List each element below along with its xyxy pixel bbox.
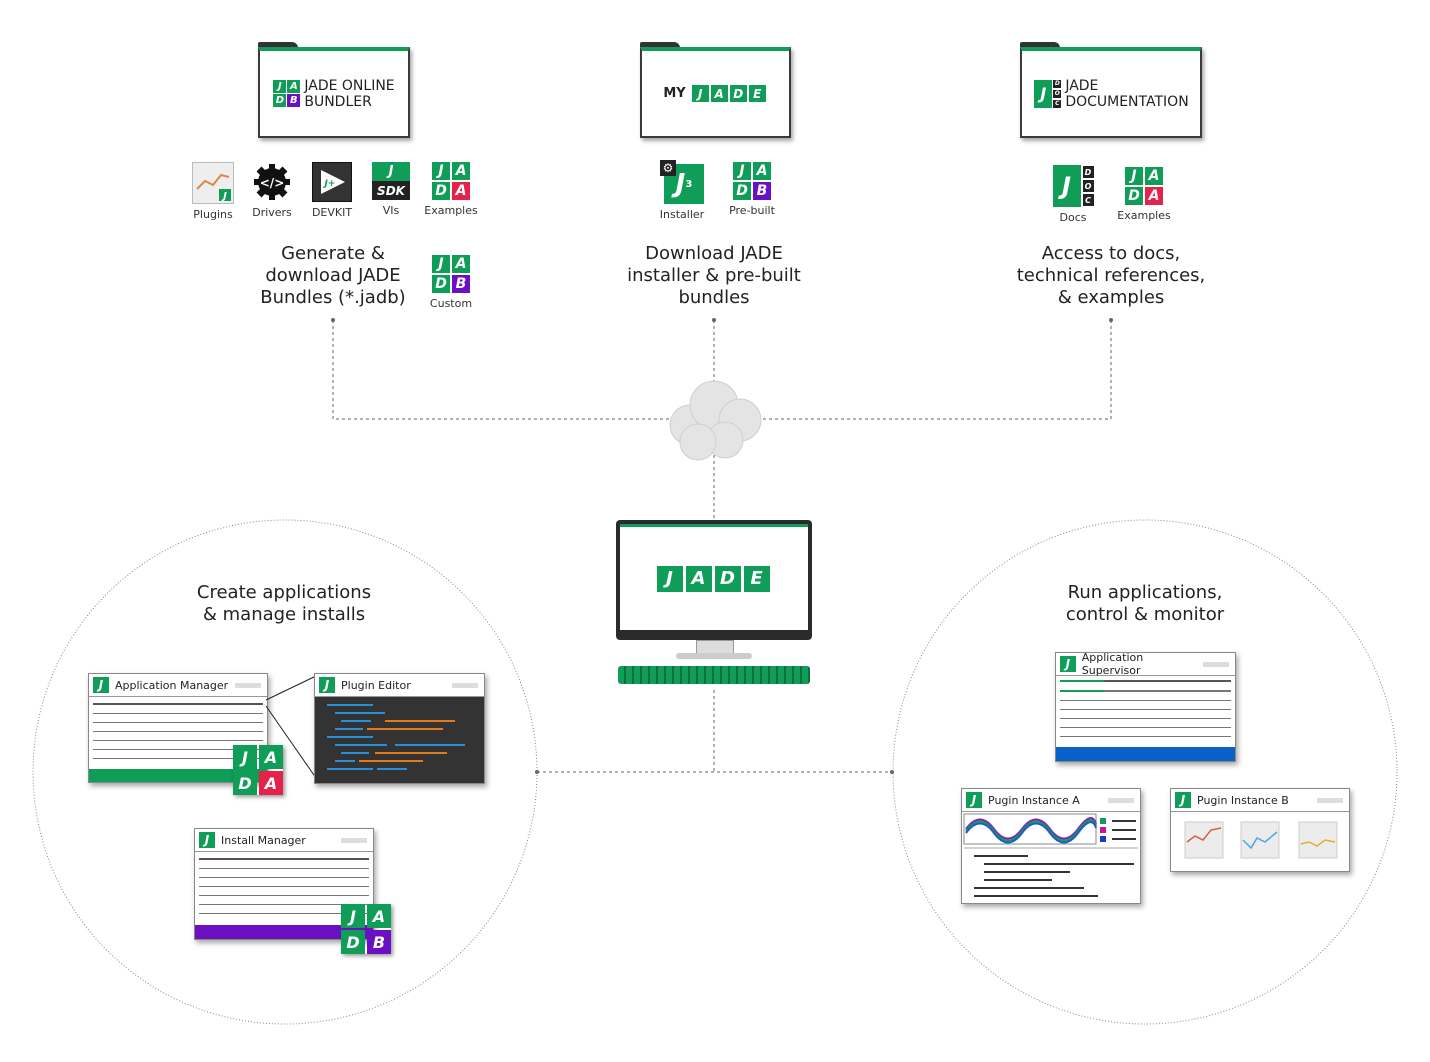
jade-app-icon: J	[199, 832, 215, 848]
docs-icon: J D O C	[1052, 165, 1094, 207]
devkit-icon: J+	[312, 162, 352, 202]
svg-text:</>: </>	[260, 176, 285, 190]
drivers-label: Drivers	[252, 206, 292, 219]
plugins-icon: J	[192, 162, 234, 204]
window-controls[interactable]	[341, 837, 367, 843]
window-controls[interactable]	[452, 682, 478, 688]
jade-app-icon: J	[93, 677, 109, 693]
jade-app-icon: J	[1175, 792, 1191, 808]
window-title: Plugin Editor	[341, 678, 411, 692]
plugin-editor-window[interactable]: J Plugin Editor	[314, 673, 485, 784]
vis-label: VIs	[382, 204, 400, 217]
docs-caption: Access to docs,technical references,& ex…	[1016, 243, 1206, 308]
zoom-connector	[265, 675, 317, 779]
drivers-icon: </>	[252, 162, 292, 202]
bundler-folder[interactable]: J A D B JADE ONLINE BUNDLER	[258, 42, 410, 138]
monitor-to-circles-connector	[537, 690, 892, 773]
jade-app-icon: J	[1060, 656, 1076, 672]
installer-label: Installer	[659, 208, 705, 221]
docs-tile[interactable]: J D O C Docs	[1050, 165, 1096, 224]
plugin-instance-a-window[interactable]: J Pugin Instance A	[961, 788, 1141, 904]
devkit-tile[interactable]: J+ DEVKIT	[310, 162, 354, 219]
install-manager-window[interactable]: J Install Manager	[194, 828, 374, 940]
cloud-icon	[669, 380, 762, 461]
prebuilt-label: Pre-built	[729, 204, 775, 217]
window-controls[interactable]	[235, 682, 261, 688]
drivers-tile[interactable]: </> Drivers	[250, 162, 294, 219]
window-controls[interactable]	[1108, 797, 1134, 803]
code-editor[interactable]	[315, 697, 484, 783]
jadb-logo-icon: J A D B	[273, 80, 301, 107]
right-circle-caption: Run applications,control & monitor	[1065, 582, 1225, 625]
monitor-computer: J A D E	[616, 520, 812, 690]
keyboard	[618, 666, 810, 684]
myjade-prefix: MY	[663, 86, 686, 101]
window-title: Application Manager	[115, 678, 229, 692]
window-title: Install Manager	[221, 833, 306, 847]
plugins-tile[interactable]: J Plugins	[191, 162, 235, 221]
devkit-label: DEVKIT	[311, 206, 353, 219]
docs-label: Docs	[1059, 211, 1087, 224]
gear-icon: ⚙	[660, 160, 676, 176]
jade-app-icon: J	[319, 677, 335, 693]
window-title: Pugin Instance B	[1197, 793, 1289, 807]
jade-logo-icon: J A D E	[656, 565, 772, 592]
bundler-title-line1: JADE ONLINE	[304, 77, 395, 94]
vis-tile[interactable]: J SDK VIs	[369, 162, 413, 217]
right-scope-circle	[892, 519, 1398, 1025]
docs-folder[interactable]: J D O C JADE DOCUMENTATION	[1020, 42, 1202, 138]
svg-text:J+: J+	[323, 179, 336, 189]
waveform-plot	[963, 813, 1138, 897]
docs-title-line1: JADE	[1065, 77, 1099, 94]
bundler-connector	[332, 320, 672, 420]
jade-app-icon: J	[966, 792, 982, 808]
svg-text:J: J	[221, 191, 227, 202]
examples-label: Examples	[424, 204, 478, 217]
jadedoc-logo-icon: J D O C	[1033, 79, 1062, 109]
sdk-icon: J SDK	[372, 162, 410, 200]
application-supervisor-window[interactable]: J Application Supervisor	[1055, 652, 1236, 762]
window-controls[interactable]	[1317, 797, 1343, 803]
docs-examples-label: Examples	[1117, 209, 1171, 222]
plugins-label: Plugins	[193, 208, 233, 221]
left-scope-circle	[32, 519, 538, 1025]
window-title: Pugin Instance A	[988, 793, 1080, 807]
plugin-instance-b-window[interactable]: J Pugin Instance B	[1170, 788, 1350, 872]
window-title: Application Supervisor	[1081, 652, 1144, 677]
custom-label: Custom	[429, 297, 473, 310]
docs-connector	[760, 320, 1112, 420]
mini-charts	[1184, 821, 1338, 859]
window-controls[interactable]	[1203, 661, 1229, 667]
bundler-title-line2: BUNDLER	[304, 93, 372, 110]
docs-title-line2: DOCUMENTATION	[1065, 93, 1189, 110]
left-circle-caption: Create applications& manage installs	[196, 582, 372, 625]
